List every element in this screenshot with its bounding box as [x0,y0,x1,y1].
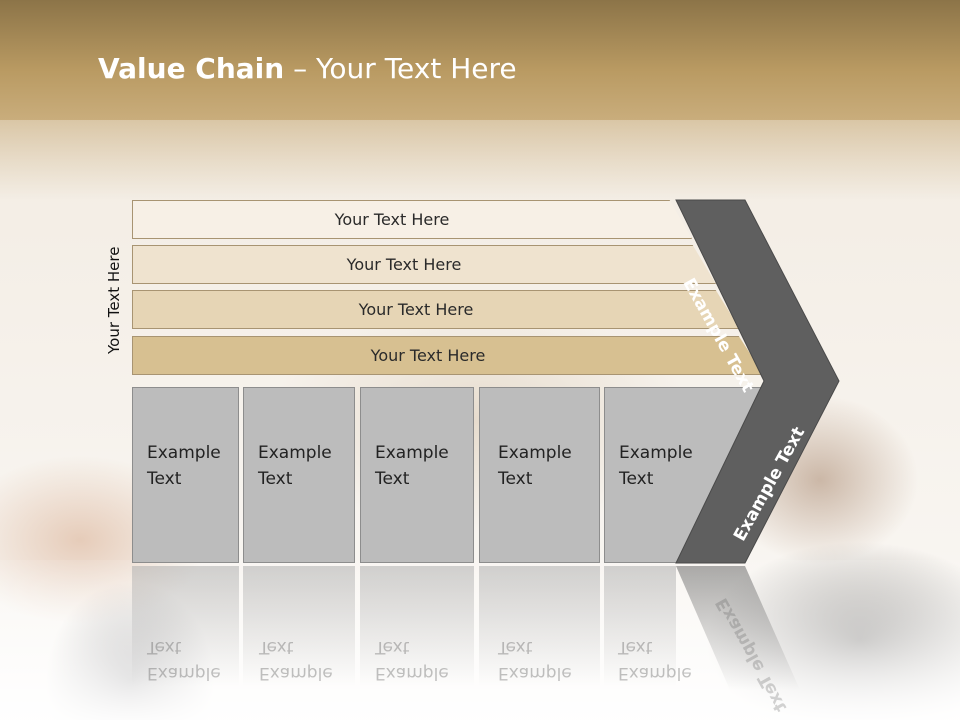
box-text-line2: Text [619,469,654,489]
box-reflection [360,566,474,686]
chevron-reflection [676,566,800,690]
box-reflection [479,566,600,686]
primary-box-3: Example Text [360,387,474,563]
box-text-line1: Example [147,443,221,463]
slide-title-rest: – Your Text Here [284,52,517,85]
box-text-line2: Text [375,469,410,489]
primary-box-4: Example Text [479,387,600,563]
box-text-line1: Example [258,443,332,463]
box-text-line1: Example [619,443,693,463]
box-text-line2: Text [147,469,182,489]
slide-title: Value Chain – Your Text Here [98,52,517,85]
support-bar-4: Your Text Here [132,336,764,375]
primary-box-1: Example Text [132,387,239,563]
support-bar-label: Your Text Here [358,300,474,319]
slide-title-bold: Value Chain [98,52,285,85]
support-bar-1: Your Text Here [132,200,692,239]
support-bar-2: Your Text Here [132,245,716,284]
primary-box-2: Example Text [243,387,355,563]
support-bar-label: Your Text Here [370,346,486,365]
support-bar-label: Your Text Here [334,210,450,229]
support-bar-label: Your Text Here [346,255,462,274]
box-text-line1: Example [375,443,449,463]
chevron-shape [675,199,840,564]
box-reflection [243,566,355,686]
box-reflection [604,566,676,686]
box-reflection [132,566,239,686]
support-bar-3: Your Text Here [132,290,740,329]
box-text-line2: Text [258,469,293,489]
box-text-line2: Text [498,469,533,489]
box-text-line1: Example [498,443,572,463]
